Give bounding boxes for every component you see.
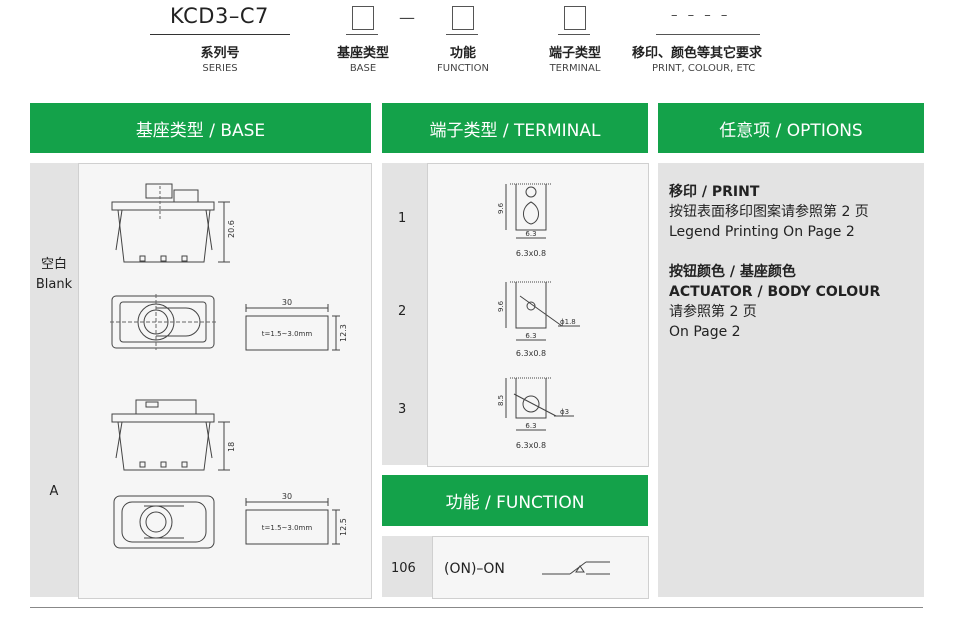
function-section-title: 功能 / FUNCTION [382,475,648,526]
terminal-3-drawing: ϕ3 8.5 6.3 6.3x0.8 [497,377,574,450]
base-row-blank-label: 空白 Blank [30,255,78,295]
base-a-height-label: 18 [227,442,236,452]
base-blank-panel-height-label: 12.3 [339,324,348,342]
terminal-2-size: 6.3x0.8 [516,349,546,358]
label-base-en: BASE [349,63,377,74]
base-blank-panel-drawing: 30 t=1.5~3.0mm 12.3 [245,298,348,351]
options-code-dashes: – – – – [671,8,731,23]
terminal-section-title: 端子类型 / TERMINAL [382,103,648,153]
colour-cn-title: 按钮颜色 / 基座颜色 [669,264,796,280]
label-base-cn: 基座类型 [336,46,389,61]
terminal-row-3-num: 3 [398,402,407,417]
terminal-2-height: 9.6 [497,300,505,312]
code-separator: — [399,8,415,27]
terminal-2-width: 6.3 [525,332,536,340]
terminal-3-hole: ϕ3 [560,408,569,416]
options-section-body [658,163,924,597]
options-text: 移印 / PRINT 按钮表面移印图案请参照第 2 页 Legend Print… [669,182,919,342]
terminal-1-drawing: 9.6 6.3 6.3x0.8 [497,183,552,258]
base-section-title: 基座类型 / BASE [30,103,371,153]
base-a-width-label: 30 [282,492,292,501]
terminal-2-hole: ϕ1.8 [560,318,576,326]
label-terminal-en: TERMINAL [549,63,601,74]
label-series-cn: 系列号 [200,46,240,61]
colour-en-title: ACTUATOR / BODY COLOUR [669,284,881,300]
base-a-panel-drawing: 30 t=1.5~3.0mm 12.5 [245,492,348,545]
print-cn: 按钮表面移印图案请参照第 2 页 [669,204,869,220]
terminal-row-1-num: 1 [398,211,407,226]
base-code-box [352,6,374,30]
label-function-cn: 功能 [449,46,476,61]
function-code: 106 [391,561,416,576]
terminal-1-width: 6.3 [525,230,536,238]
label-terminal-cn: 端子类型 [548,46,601,61]
base-code-underline [346,34,378,35]
base-blank-side-drawing: 20.6 [111,183,236,263]
print-en: Legend Printing On Page 2 [669,224,855,240]
base-a-top-drawing [113,495,215,549]
series-underline [150,34,290,35]
terminal-3-width: 6.3 [525,422,536,430]
base-blank-width-label: 30 [282,298,292,307]
terminal-3-size: 6.3x0.8 [516,441,546,450]
base-a-thickness-label: t=1.5~3.0mm [262,524,313,532]
base-blank-thickness-label: t=1.5~3.0mm [262,330,313,338]
base-a-panel-height-label: 12.5 [339,518,348,536]
function-code-box [452,6,474,30]
function-code-underline [446,34,478,35]
base-a-side-drawing: 18 [111,399,236,471]
label-options-en: PRINT, COLOUR, ETC [652,63,756,74]
terminal-code-box [564,6,586,30]
terminal-row-2-num: 2 [398,304,407,319]
function-row-panel [432,536,649,599]
base-blank-cn: 空白 [40,257,67,272]
bottom-rule [30,607,923,608]
base-blank-height-label: 20.6 [227,220,236,238]
terminal-1-size: 6.3x0.8 [516,249,546,258]
options-code-underline [656,34,760,35]
terminal-drawing-panel [427,163,649,467]
terminal-1-height: 9.6 [497,202,505,214]
switch-symbol-icon [542,561,610,575]
base-blank-en: Blank [35,277,73,292]
label-series-en: SERIES [202,63,238,74]
options-section-title: 任意项 / OPTIONS [658,103,924,153]
label-function-en: FUNCTION [437,63,489,74]
base-blank-top-drawing [110,294,216,350]
label-options-cn: 移印、颜色等其它要求 [632,46,763,61]
print-title: 移印 / PRINT [669,184,760,200]
colour-en: On Page 2 [669,324,741,340]
series-code: KCD3–C7 [170,4,269,28]
colour-cn: 请参照第 2 页 [669,304,757,320]
terminal-code-underline [558,34,590,35]
base-row-a-label: A [49,484,59,499]
terminal-3-height: 8.5 [497,395,505,406]
terminal-2-drawing: ϕ1.8 9.6 6.3 6.3x0.8 [497,281,580,358]
function-desc: (ON)–ON [444,561,505,577]
